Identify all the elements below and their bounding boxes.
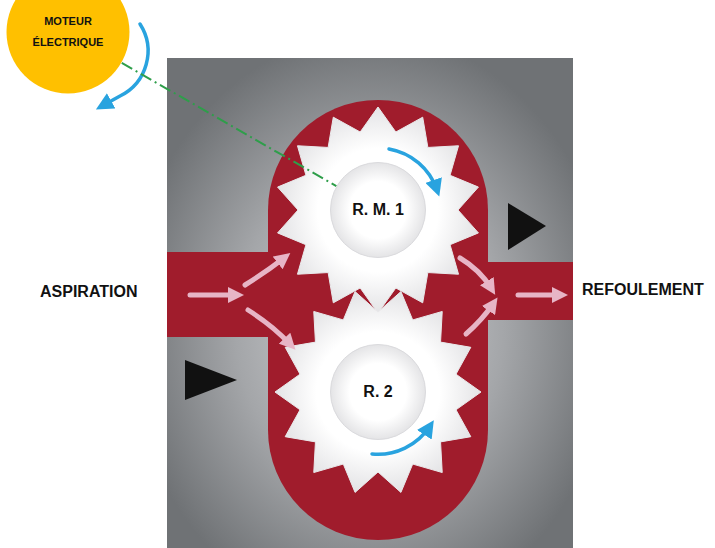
flow-arrows [190,258,560,344]
port-label: REFOULEMENT [582,281,704,299]
motor-circle-shape [7,0,130,94]
gear-label: R. M. 1 [352,200,404,219]
gear-wheel [278,107,479,313]
inlet-triangle [185,360,237,400]
gear-label: R. 2 [363,382,392,401]
motor-circle: MOTEUR ÉLECTRIQUE [6,0,130,94]
flow-arrow [190,293,236,298]
flow-arrow [460,258,491,288]
motor-label: MOTEUR ÉLECTRIQUE [26,11,110,53]
gear-hub-shape [331,163,426,258]
flow-arrow [245,258,284,285]
flow-arrow [518,293,560,298]
port-label: ASPIRATION [40,283,137,301]
gear-hub: R. 2 [330,344,426,440]
drive-shaft-line [122,63,337,186]
flow-arrow [466,304,493,334]
pump-body [167,58,573,548]
gear-hub-shape [331,345,426,440]
outlet-triangle [508,203,546,250]
gear-hub: R. M. 1 [330,162,426,258]
gear-group [275,107,481,492]
gear-wheel [275,292,481,493]
flow-arrow [248,310,290,344]
